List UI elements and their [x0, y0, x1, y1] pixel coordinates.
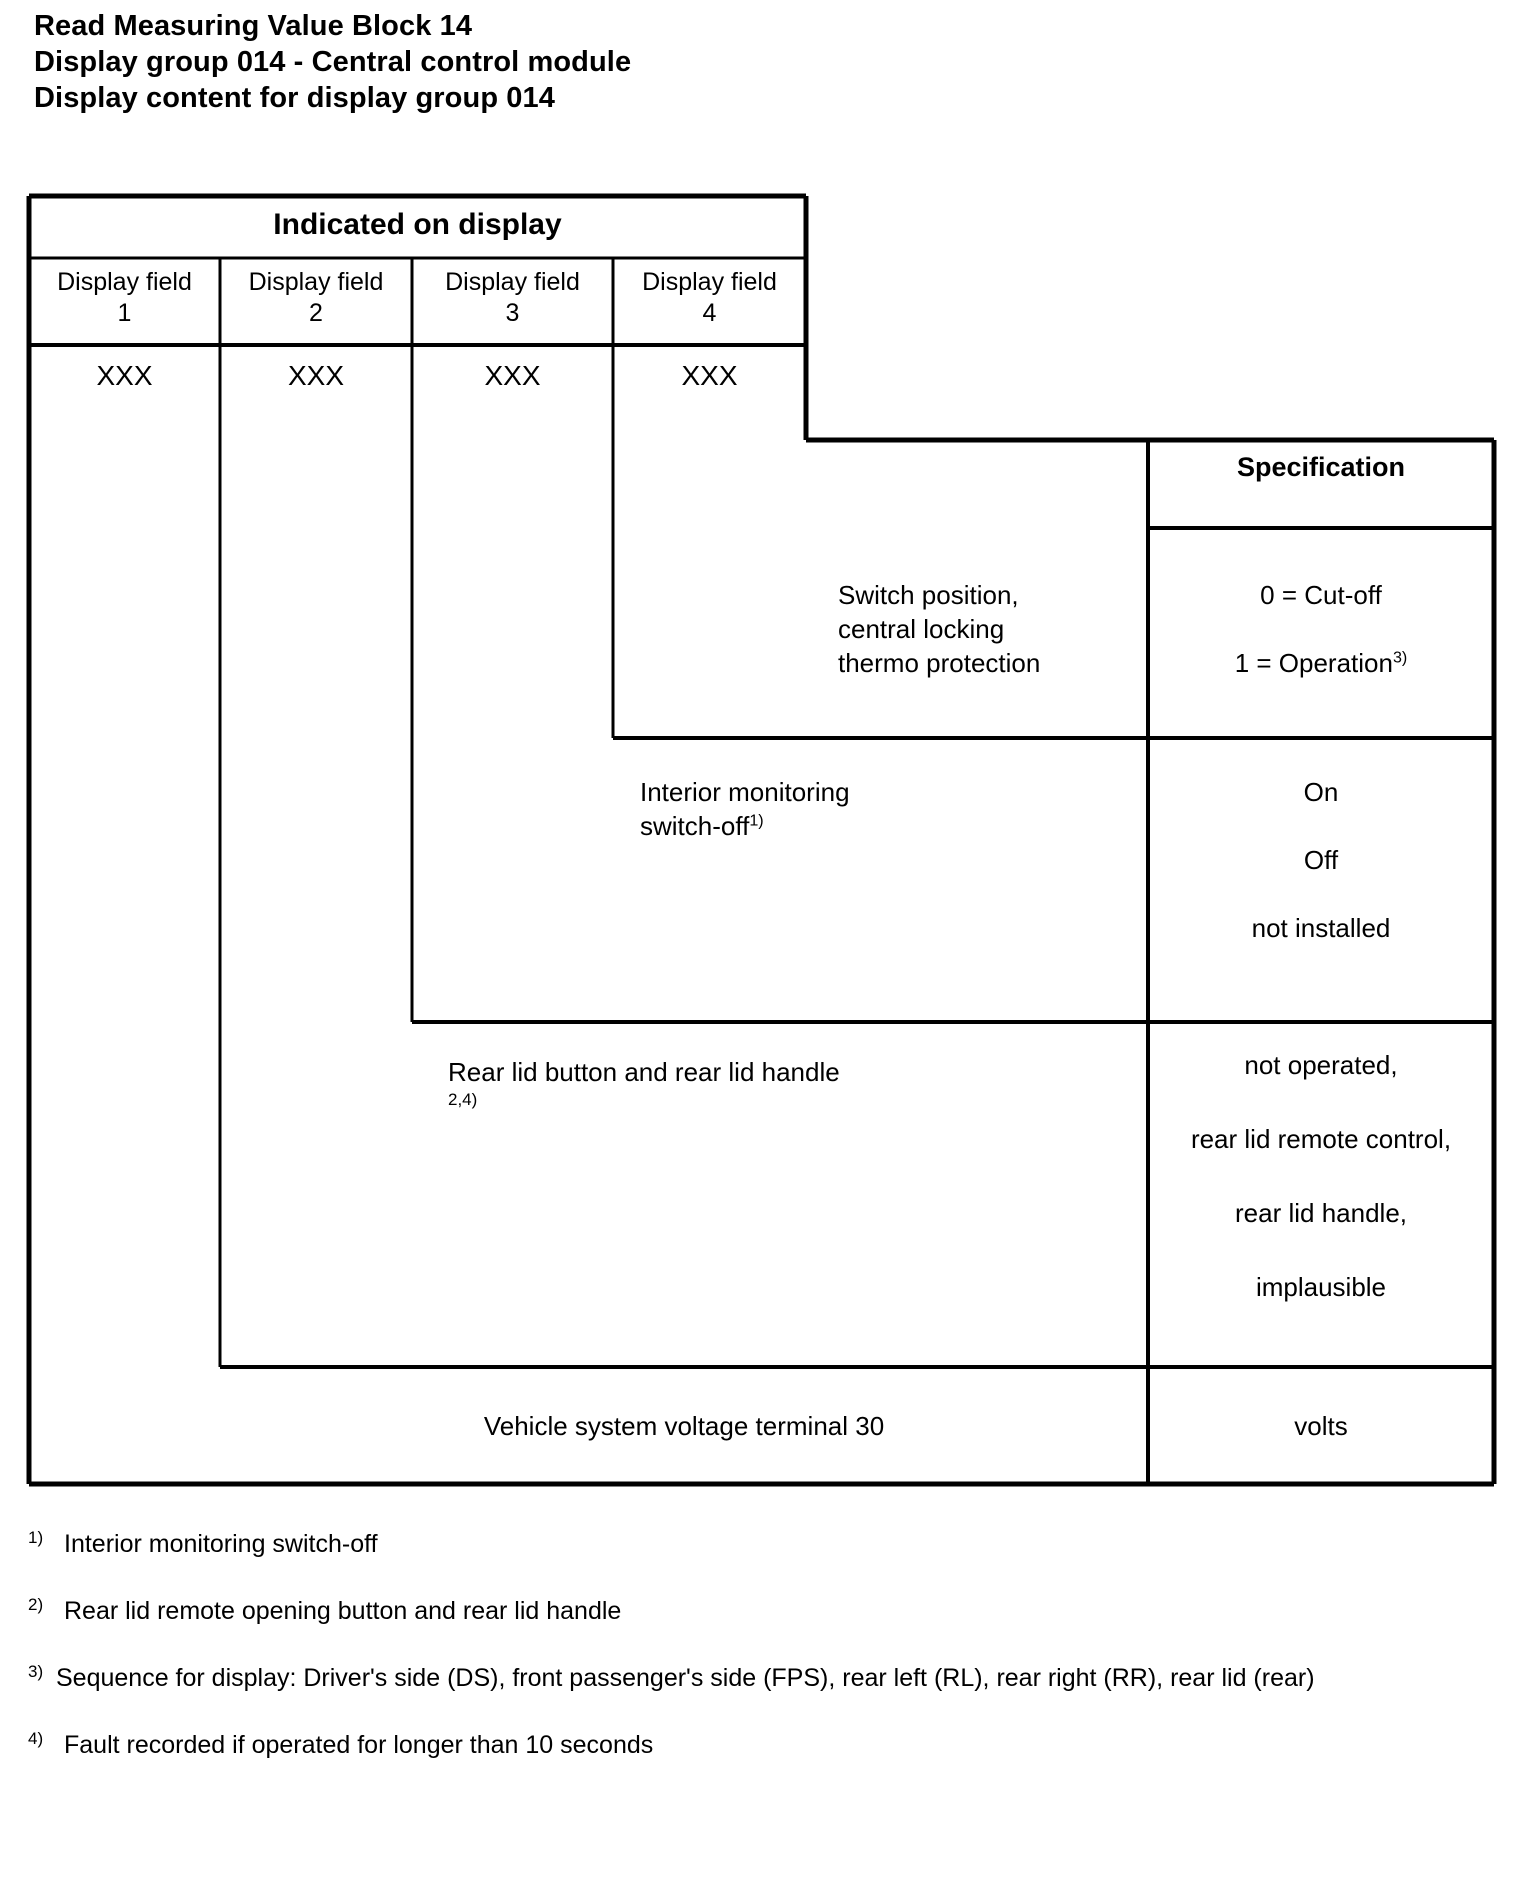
- spec-option: not operated,: [1244, 1050, 1398, 1080]
- row-switch-position-specification: 0 = Cut-off 1 = Operation3): [1148, 578, 1494, 680]
- row-rear-lid-description: Rear lid button and rear lid handle 2,4): [448, 1055, 1138, 1111]
- spacer: [1148, 612, 1494, 646]
- spec-option: rear lid handle,: [1235, 1198, 1407, 1228]
- column-header-number: 2: [309, 299, 323, 327]
- display-field-3-value: XXX: [484, 360, 541, 391]
- column-header-number: 3: [505, 299, 520, 327]
- title-line-2: Display group 014 - Central control modu…: [34, 46, 632, 78]
- spec-option: 0 = Cut-off: [1260, 580, 1382, 610]
- column-header-number: 1: [117, 299, 132, 327]
- footnote-text: Rear lid remote opening button and rear …: [64, 1597, 622, 1625]
- footnote-ref-1: 1): [749, 811, 764, 830]
- description-line: Interior monitoring: [640, 777, 850, 807]
- column-header-display-field-1: Display field 1: [29, 267, 220, 329]
- table-spec-header: Specification: [1236, 452, 1406, 482]
- row-vehicle-voltage-description: Vehicle system voltage terminal 30: [483, 1411, 885, 1441]
- footnote-1: 1)Interior monitoring switch-off: [28, 1527, 378, 1558]
- title-line-3: Display content for display group 014: [34, 82, 555, 114]
- column-header-display-field-2: Display field 2: [220, 267, 412, 329]
- row-rear-lid-specification: not operated, rear lid remote control, r…: [1148, 1048, 1494, 1304]
- column-header-number: 4: [702, 299, 717, 327]
- footnote-text: Interior monitoring switch-off: [64, 1530, 378, 1558]
- description-line: thermo protection: [838, 648, 1041, 678]
- spec-option: implausible: [1255, 1272, 1387, 1302]
- footnote-ref-3: 3): [1392, 648, 1408, 667]
- spec-option: not installed: [1251, 913, 1391, 943]
- spec-option: On: [1303, 777, 1339, 807]
- footnote-text: Sequence for display: Driver's side (DS)…: [56, 1664, 1315, 1692]
- description-line-text: switch-off: [640, 811, 750, 841]
- spacer: [1148, 1082, 1494, 1122]
- row-interior-monitoring-description: Interior monitoring switch-off1): [640, 775, 1060, 843]
- row-vehicle-voltage-specification: volts: [1294, 1411, 1348, 1441]
- description-line: switch-off1): [640, 809, 1060, 843]
- display-field-4-value: XXX: [681, 360, 738, 391]
- description-line: Rear lid button and rear lid handle: [448, 1057, 840, 1087]
- column-header-label: Display field: [57, 268, 192, 296]
- spec-option: Off: [1303, 845, 1339, 875]
- display-field-1-value: XXX: [96, 360, 153, 391]
- spacer: [1148, 809, 1494, 843]
- column-header-label: Display field: [248, 268, 384, 296]
- column-header-display-field-4: Display field 4: [613, 267, 806, 329]
- footnote-2: 2)Rear lid remote opening button and rea…: [28, 1594, 622, 1625]
- footnote-3: 3)Sequence for display: Driver's side (D…: [28, 1661, 1315, 1692]
- page-title: Read Measuring Value Block 14 Display gr…: [34, 8, 1034, 116]
- description-line: Switch position,: [838, 580, 1019, 610]
- column-header-label: Display field: [445, 268, 580, 296]
- spacer: [1148, 1156, 1494, 1196]
- spec-option: 1 = Operation3): [1148, 646, 1494, 680]
- column-header-display-field-3: Display field 3: [412, 267, 613, 329]
- row-switch-position-description: Switch position, central locking thermo …: [838, 578, 1138, 680]
- footnote-4: 4)Fault recorded if operated for longer …: [28, 1728, 654, 1759]
- spec-option-text: 1 = Operation: [1234, 648, 1393, 678]
- description-line: central locking: [838, 614, 1005, 644]
- column-header-label: Display field: [642, 268, 777, 296]
- display-field-2-value: XXX: [287, 360, 345, 391]
- row-interior-monitoring-specification: On Off not installed: [1148, 775, 1494, 945]
- footnotes-list: 1)Interior monitoring switch-off 2)Rear …: [28, 1528, 1488, 1796]
- spacer: [1148, 1230, 1494, 1270]
- table-group-header: Indicated on display: [273, 208, 562, 241]
- footnote-text: Fault recorded if operated for longer th…: [64, 1731, 654, 1759]
- footnote-ref-2-4: 2,4): [448, 1090, 478, 1109]
- spec-option: rear lid remote control,: [1190, 1124, 1452, 1154]
- title-line-1: Read Measuring Value Block 14: [34, 10, 473, 42]
- spacer: [1148, 877, 1494, 911]
